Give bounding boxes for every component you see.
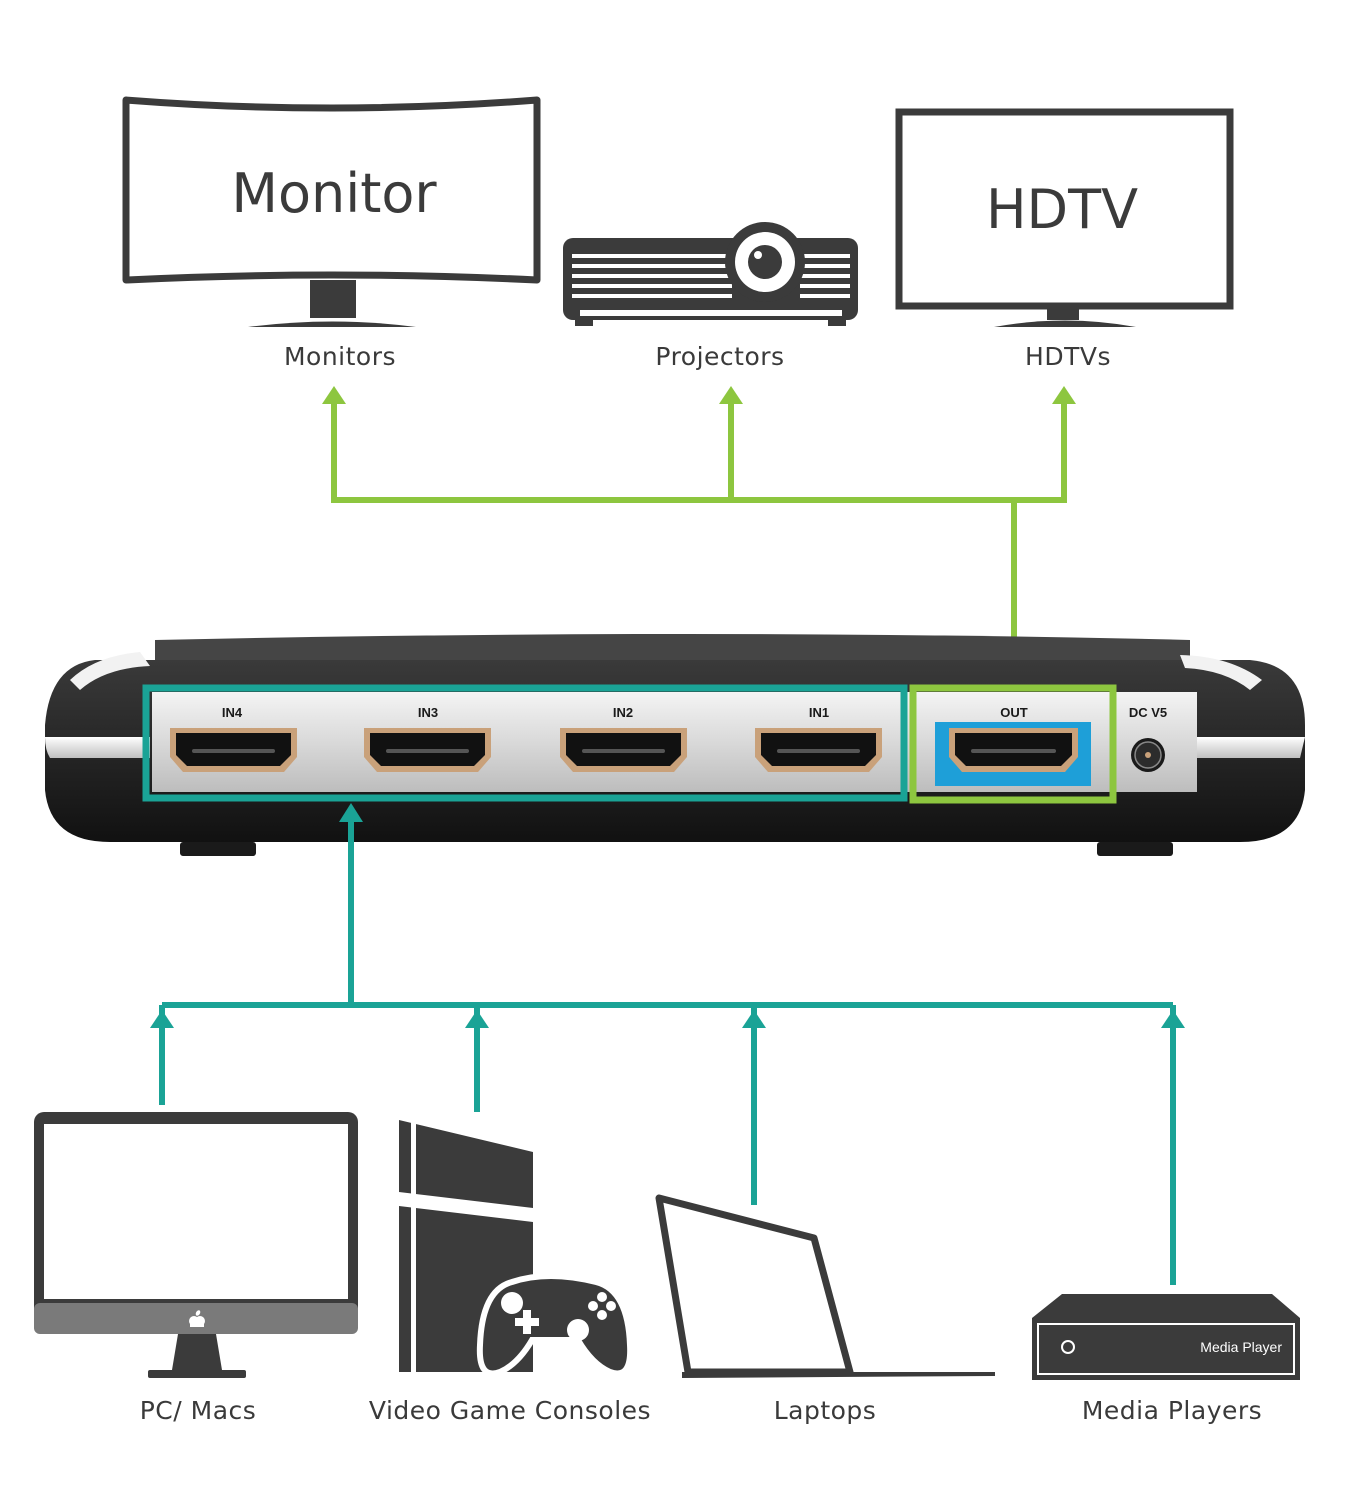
- projector-icon: [563, 222, 858, 326]
- game-controller-icon: [476, 1273, 634, 1377]
- input-ports-highlight-box: [142, 684, 908, 802]
- hdmi-port-in1: [755, 728, 882, 772]
- input-arrowheads: [150, 803, 1185, 1028]
- hdtv-screen-text: HDTV: [986, 178, 1138, 241]
- arrow-to-projectors: [719, 386, 743, 404]
- media-player-icon: Media Player: [1032, 1294, 1300, 1380]
- port-label-dc: DC V5: [1129, 705, 1167, 720]
- dc-power-jack: [1131, 738, 1165, 772]
- arrow-to-switch-inputs: [339, 803, 363, 822]
- pc-mac-icon: [34, 1112, 358, 1378]
- port-label-in2: IN2: [613, 705, 633, 720]
- hdmi-port-out: [949, 728, 1078, 772]
- laptops-label: Laptops: [773, 1396, 877, 1425]
- monitor-screen-text: Monitor: [231, 162, 437, 225]
- laptop-icon: [655, 1194, 995, 1378]
- arrow-from-laptop: [742, 1010, 766, 1028]
- output-arrowheads: [322, 386, 1076, 404]
- hdmi-port-in3: [364, 728, 491, 772]
- video-game-consoles-label: Video Game Consoles: [368, 1396, 652, 1425]
- arrow-from-pc: [150, 1010, 174, 1028]
- arrow-from-media-player: [1161, 1010, 1185, 1028]
- hdtvs-label: HDTVs: [1025, 342, 1111, 371]
- monitors-label: Monitors: [283, 342, 397, 371]
- port-label-in4: IN4: [222, 705, 243, 720]
- apple-logo-icon: [189, 1310, 205, 1327]
- arrow-from-console: [465, 1010, 489, 1028]
- pc-macs-label: PC/ Macs: [139, 1396, 257, 1425]
- hdtv-icon: HDTV: [895, 108, 1234, 327]
- output-port-highlight-box: [909, 684, 1117, 804]
- hdmi-port-in2: [560, 728, 687, 772]
- port-label-out: OUT: [1000, 705, 1028, 720]
- power-button-icon: [1061, 1340, 1075, 1354]
- arrow-to-monitors: [322, 386, 346, 404]
- arrow-to-hdtvs: [1052, 386, 1076, 404]
- projectors-label: Projectors: [655, 342, 785, 371]
- media-players-label: Media Players: [1081, 1396, 1263, 1425]
- port-label-in1: IN1: [809, 705, 829, 720]
- media-player-badge-text: Media Player: [1200, 1339, 1282, 1355]
- port-label-in3: IN3: [418, 705, 438, 720]
- monitor-icon: Monitor: [122, 96, 541, 327]
- hdmi-port-in4: [170, 728, 297, 772]
